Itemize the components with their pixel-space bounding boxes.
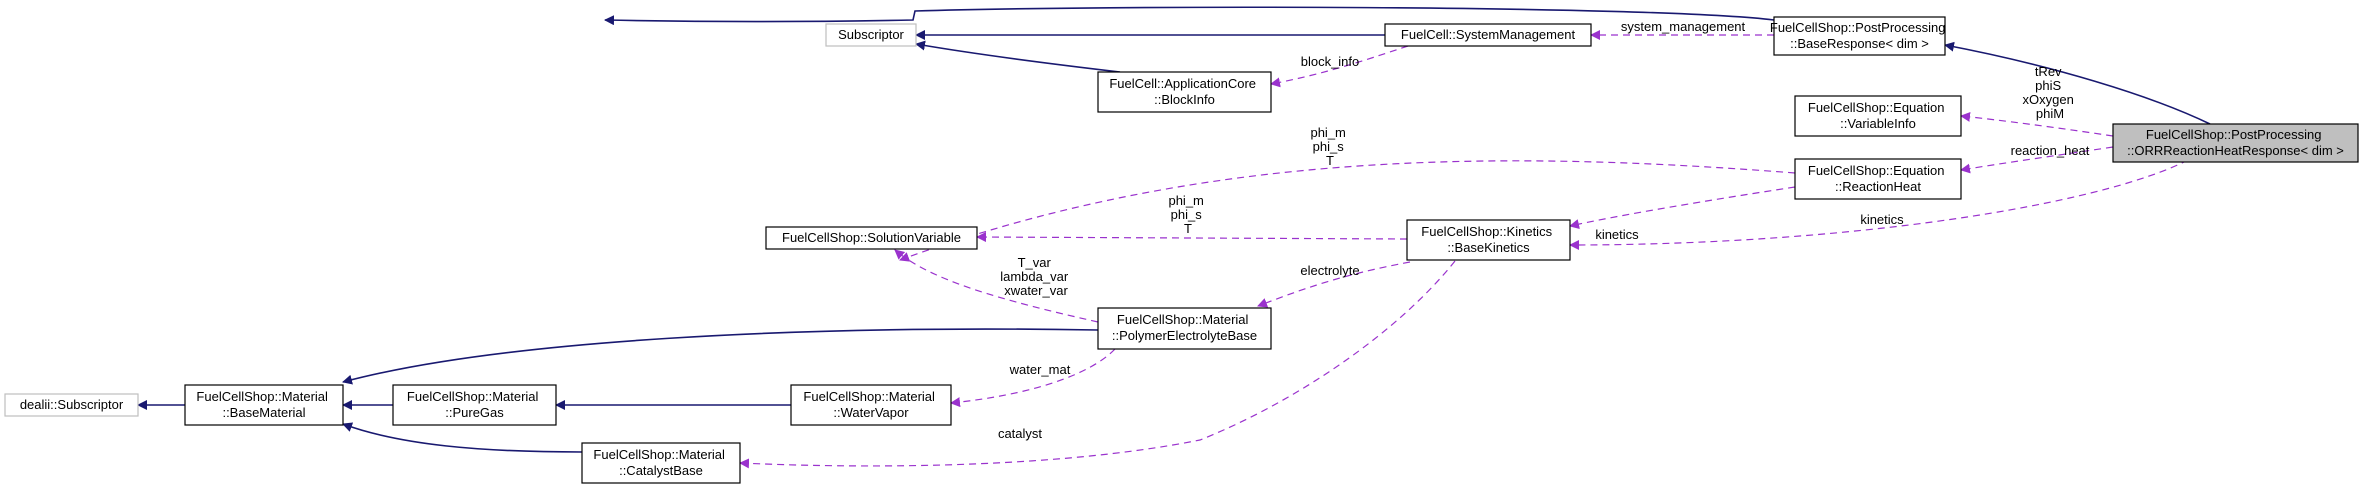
edge-label-electrolyte: electrolyte [1300,263,1359,278]
edge-reaction-heat-usage [1960,146,2114,174]
node-pure-gas[interactable]: FuelCellShop::Material ::PureGas [392,384,557,426]
edge-block-info-to-subscriptor [915,40,1121,73]
edge-label-polymer-vars: T_var lambda_var xwater_var [1000,255,1072,298]
edge-label-kinetics-reaction: kinetics [1595,227,1639,242]
svg-text:FuelCellShop::Equation :: FuelCellShop::Equation ::VariableInfo [1808,100,1948,131]
node-base-material[interactable]: FuelCellShop::Material ::BaseMaterial [184,384,344,426]
node-polymer-electrolyte-base[interactable]: FuelCellShop::Material ::PolymerElectrol… [1097,307,1272,350]
svg-text:FuelCellShop::Kinetics :: FuelCellShop::Kinetics ::BaseKinetics [1421,224,1555,255]
node-subscriptor[interactable]: Subscriptor [825,23,917,47]
node-catalyst-base[interactable]: FuelCellShop::Material ::CatalystBase [581,442,741,484]
edge-water-mat-usage [950,348,1116,408]
svg-text:FuelCellShop::PostProcessing: FuelCellShop::PostProcessing ::BaseRespo… [1770,20,1949,51]
edge-kinetics-usage-from-orr [1569,159,2189,250]
edge-catalyst-base-to-base-material [342,422,583,453]
node-dealii-subscriptor[interactable]: dealii::Subscriptor [4,393,139,417]
node-block-info[interactable]: FuelCell::ApplicationCore ::BlockInfo [1097,71,1272,113]
edge-solution-variable-upper [899,160,1796,262]
edge-variable-info-usage [1960,111,2114,137]
node-orr-reaction-heat-response[interactable]: FuelCellShop::PostProcessing ::ORRReacti… [2112,123,2359,163]
node-variable-info[interactable]: FuelCellShop::Equation ::VariableInfo [1794,95,1962,137]
node-water-vapor[interactable]: FuelCellShop::Material ::WaterVapor [790,384,952,426]
svg-text:FuelCellShop::Material :: FuelCellShop::Material ::PureGas [407,389,542,420]
svg-text:Subscriptor: Subscriptor [838,27,904,42]
svg-text:FuelCellShop::Material :: FuelCellShop::Material ::CatalystBase [593,447,728,478]
edge-label-block-info: block_info [1301,54,1360,69]
svg-text:dealii::Subscriptor: dealii::Subscriptor [20,397,124,412]
edge-label-solution-lower: phi_m phi_s T [1168,193,1207,236]
edge-kinetics-usage-from-reaction-heat [1569,186,1796,229]
edge-electrolyte-usage [1257,261,1411,308]
svg-text:FuelCellShop::SolutionVariable: FuelCellShop::SolutionVariable [782,230,961,245]
node-base-kinetics[interactable]: FuelCellShop::Kinetics ::BaseKinetics [1406,219,1571,261]
edge-label-solution-upper: phi_m phi_s T [1310,125,1349,168]
edge-orr-response-to-base-response [1944,41,2211,125]
svg-text:FuelCell::SystemManagement: FuelCell::SystemManagement [1401,27,1576,42]
node-base-response[interactable]: FuelCellShop::PostProcessing ::BaseRespo… [1770,16,1949,56]
svg-text:FuelCellShop::Material :: FuelCellShop::Material ::BaseMaterial [196,389,331,420]
node-system-management[interactable]: FuelCell::SystemManagement [1384,23,1592,47]
edge-label-variables: tRev phiS xOxygen phiM [2023,64,2078,121]
edge-base-response-to-subscriptor [604,6,1775,26]
edge-polymer-electrolyte-to-base-material [342,328,1099,385]
edge-label-catalyst: catalyst [998,426,1042,441]
svg-text:FuelCellShop::PostProcessing: FuelCellShop::PostProcessing ::ORRReacti… [2127,127,2344,158]
svg-text:FuelCellShop::Equation :: FuelCellShop::Equation ::ReactionHeat [1808,163,1948,194]
svg-text:FuelCellShop::Material :: FuelCellShop::Material ::WaterVapor [803,389,938,420]
edge-label-system-management: system_management [1621,19,1746,34]
edge-block-info-usage [1270,45,1409,88]
svg-text:FuelCell::ApplicationCore: FuelCell::ApplicationCore ::BlockInfo [1109,76,1259,107]
node-reaction-heat[interactable]: FuelCellShop::Equation ::ReactionHeat [1794,158,1962,200]
svg-text:FuelCellShop::Material :: FuelCellShop::Material ::PolymerElectrol… [1112,312,1257,343]
edge-catalyst-usage [739,260,1456,469]
edge-label-reaction-heat: reaction_heat [2011,143,2090,158]
edge-label-kinetics-orr: kinetics [1860,212,1904,227]
edge-label-water-mat: water_mat [1009,362,1071,377]
node-solution-variable[interactable]: FuelCellShop::SolutionVariable [765,226,978,250]
edge-solution-variable-lower [976,232,1408,243]
